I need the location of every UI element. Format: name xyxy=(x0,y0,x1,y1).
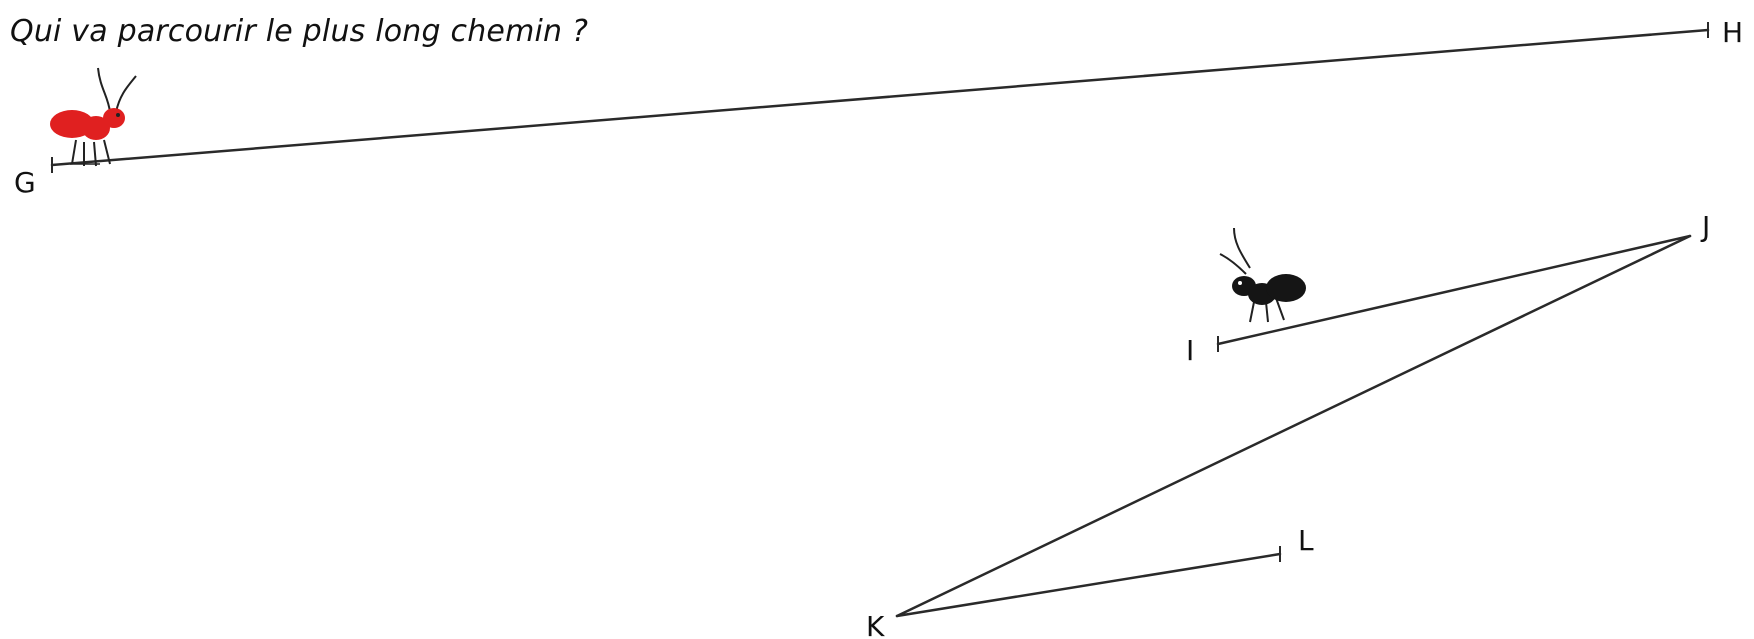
red-ant-path xyxy=(50,22,1710,173)
segment-jk xyxy=(895,234,1692,618)
question-text: Qui va parcourir le plus long chemin ? xyxy=(10,14,589,49)
point-label-l: L xyxy=(1298,524,1314,557)
black-ant-path xyxy=(895,234,1692,618)
point-label-j: J xyxy=(1700,210,1710,243)
red-ant-icon xyxy=(50,67,137,167)
black-ant-icon xyxy=(1219,227,1306,323)
point-label-i: I xyxy=(1186,334,1194,367)
segment-kl xyxy=(895,552,1282,618)
point-label-h: H xyxy=(1722,16,1743,49)
point-label-k: K xyxy=(866,610,885,639)
segment-ij xyxy=(1216,234,1692,346)
segment-gh xyxy=(50,28,1710,167)
point-label-g: G xyxy=(14,166,36,199)
